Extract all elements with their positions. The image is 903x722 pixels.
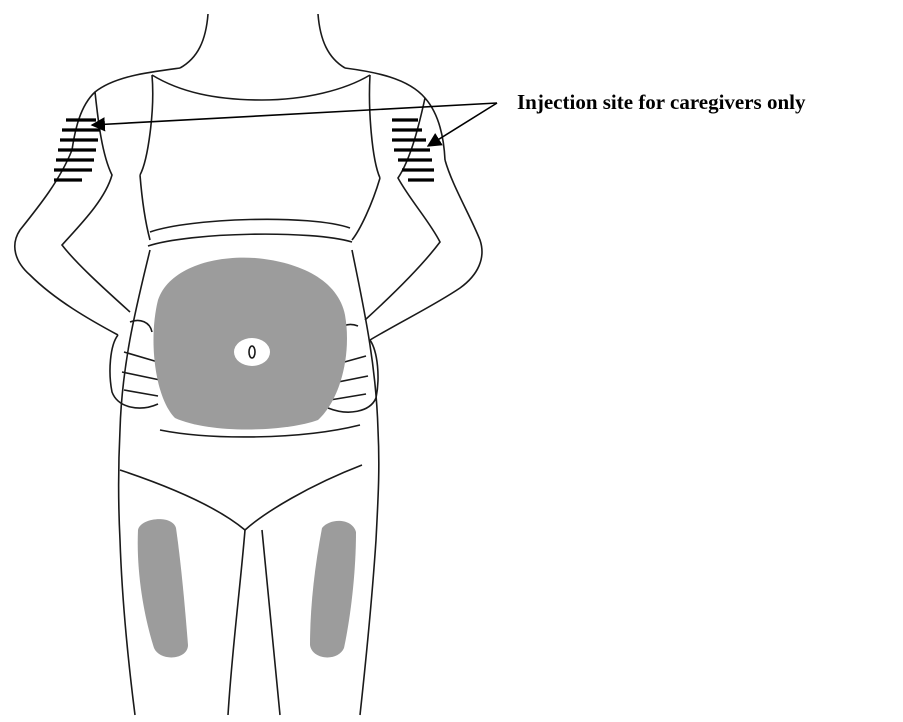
left-hand-outline: [110, 320, 160, 408]
neck-outline: [180, 14, 345, 68]
arrow-to-right-arm: [428, 103, 497, 146]
waistband-outline: [148, 219, 352, 246]
caregiver-site-label: Injection site for caregivers only: [517, 90, 806, 115]
right-upper-arm-injection-site: [392, 120, 434, 180]
right-thigh-injection-site: [310, 521, 356, 658]
right-arm-outline: [365, 98, 482, 340]
left-upper-arm-injection-site: [54, 120, 100, 180]
left-thigh-injection-site: [138, 519, 188, 657]
torso-outline: [72, 68, 445, 240]
neckline-outline: [152, 75, 370, 100]
navel: [234, 338, 270, 366]
